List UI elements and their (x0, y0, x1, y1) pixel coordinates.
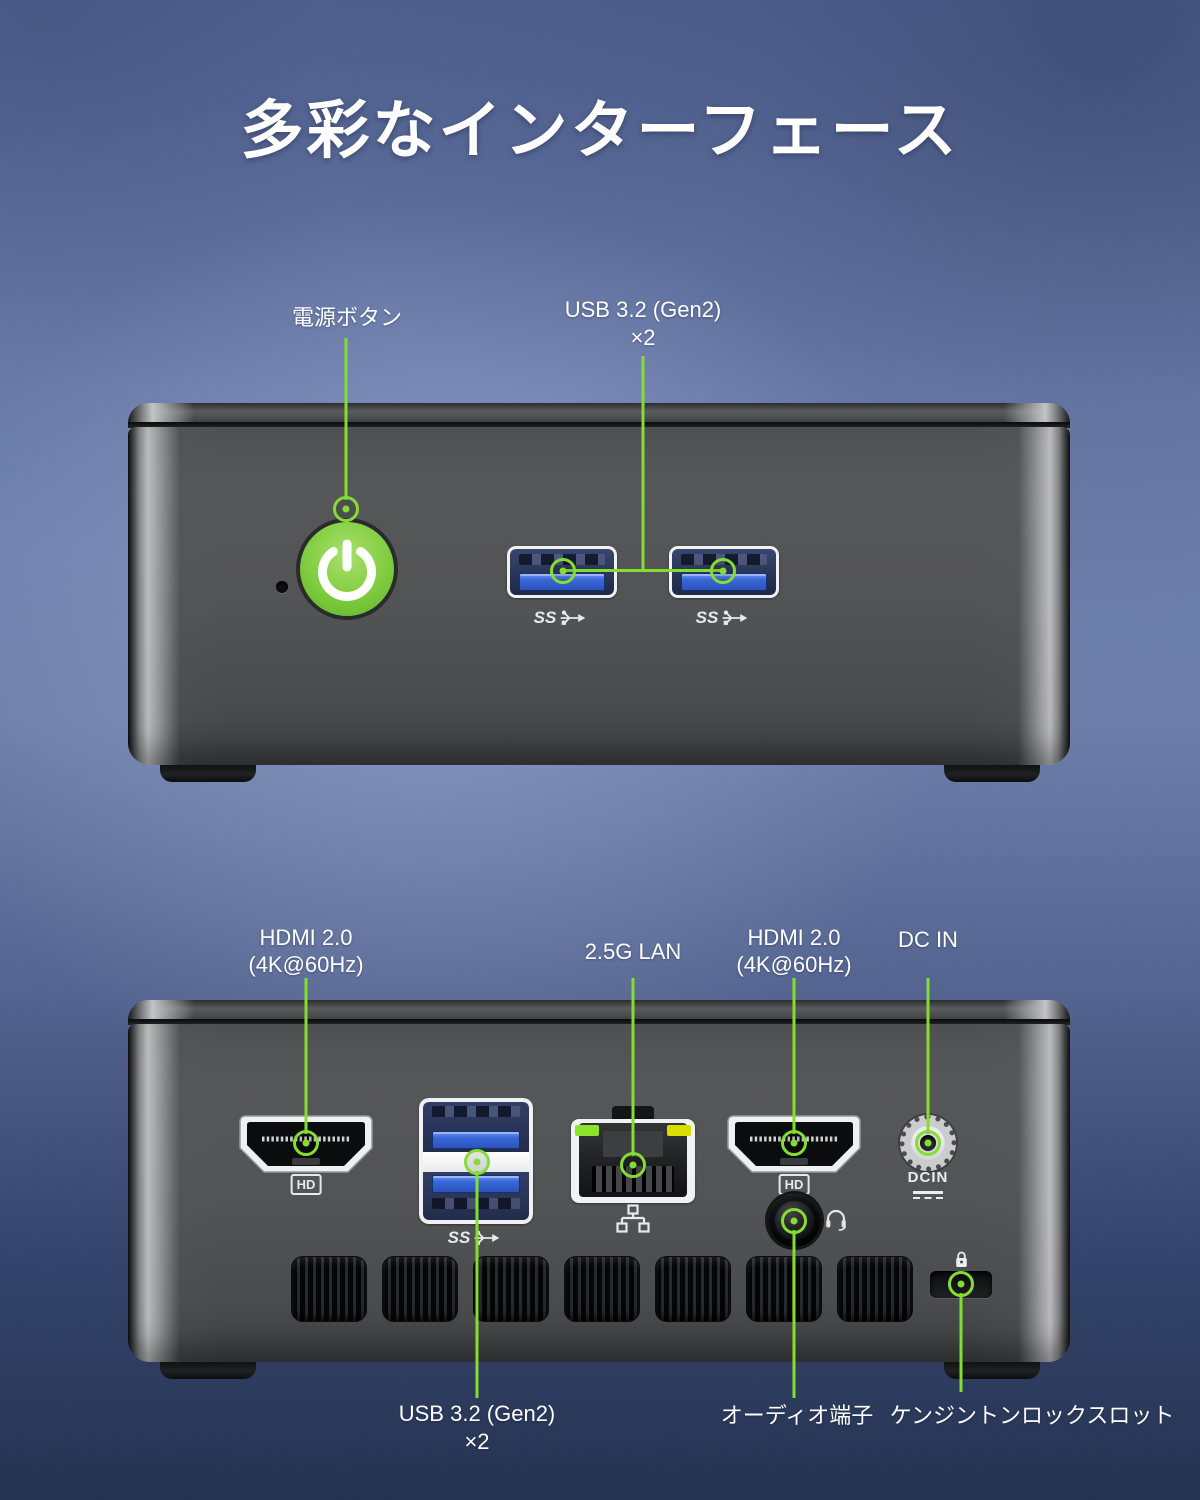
marker-dcin (915, 1130, 941, 1156)
power-icon (296, 518, 398, 620)
page-title: 多彩なインターフェース (240, 96, 960, 166)
vent-grille (473, 1256, 549, 1322)
marker-front-usb-1 (550, 558, 576, 584)
leader-line-dcin (926, 978, 930, 1134)
lan-led-yellow (667, 1125, 691, 1136)
hdmi-left-label-line2: (4K@60Hz) (248, 952, 364, 977)
vent-grille (382, 1256, 458, 1322)
vent-grille (746, 1256, 822, 1322)
front-device-foot-right (944, 765, 1040, 782)
headphone-icon (826, 1209, 846, 1231)
ss-text: SS (447, 1228, 471, 1247)
ss-text: SS (695, 608, 719, 627)
hdmi-left-label-line1: HDMI 2.0 (259, 925, 353, 950)
lock-icon (956, 1251, 967, 1267)
leader-line-front-usb-horizontal (563, 569, 723, 572)
ethernet-icon (616, 1204, 650, 1233)
vent-grille (564, 1256, 640, 1322)
leader-line-front-usb (641, 356, 645, 570)
leader-line-hdmi-right (792, 978, 796, 1134)
hdmi-right-label-line1: HDMI 2.0 (747, 925, 841, 950)
kensington-label: ケンジントンロックスロット (889, 1403, 1175, 1428)
front-usb-label-line2: ×2 (630, 325, 656, 350)
lan-led-green (575, 1125, 599, 1136)
lan-label: 2.5G LAN (584, 939, 682, 964)
leader-line-kensington (959, 1293, 963, 1392)
usb-tongue (432, 1131, 520, 1149)
vent-grille (291, 1256, 367, 1322)
front-device-foot-left (160, 765, 256, 782)
back-usb-label-line1: USB 3.2 (Gen2) (398, 1401, 556, 1426)
audio-label: オーディオ端子 (720, 1403, 874, 1428)
power-led-hole (276, 581, 288, 593)
ss-text: SS (533, 608, 557, 627)
leader-line-lan (631, 978, 635, 1156)
superspeed-logo-2: SS (696, 608, 753, 628)
marker-kensington (948, 1271, 974, 1297)
back-usb-port-top (423, 1102, 529, 1152)
back-usb-label-line2: ×2 (464, 1429, 490, 1454)
usb-contacts (432, 1106, 520, 1117)
hd-badge-right: HD (778, 1174, 810, 1195)
superspeed-logo-1: SS (534, 608, 591, 628)
marker-hdmi-right (781, 1130, 807, 1156)
hd-badge-left: HD (290, 1174, 322, 1195)
back-device-foot-left (160, 1362, 256, 1379)
hdmi-right-label-line2: (4K@60Hz) (736, 952, 852, 977)
back-device-foot-right (944, 1362, 1040, 1379)
marker-lan (620, 1152, 646, 1178)
leader-line-audio (792, 1230, 796, 1398)
usb-trident-icon (720, 609, 752, 627)
front-usb-label-line1: USB 3.2 (Gen2) (564, 297, 722, 322)
dcin-label: DC IN (898, 927, 958, 952)
marker-hdmi-left (293, 1130, 319, 1156)
leader-line-hdmi-left (304, 978, 308, 1134)
leader-line-back-usb (475, 1171, 479, 1398)
marker-power (333, 496, 359, 522)
vent-grille (837, 1256, 913, 1322)
power-button-label: 電源ボタン (291, 305, 403, 330)
marker-audio (781, 1208, 807, 1234)
marker-back-usb (464, 1149, 490, 1175)
dcin-badge: DCIN (907, 1169, 949, 1186)
dc-symbol-icon (913, 1191, 943, 1199)
vent-grille (655, 1256, 731, 1322)
usb-trident-icon (558, 609, 590, 627)
marker-front-usb-2 (710, 558, 736, 584)
power-button (295, 517, 399, 621)
leader-line-power (344, 338, 348, 500)
